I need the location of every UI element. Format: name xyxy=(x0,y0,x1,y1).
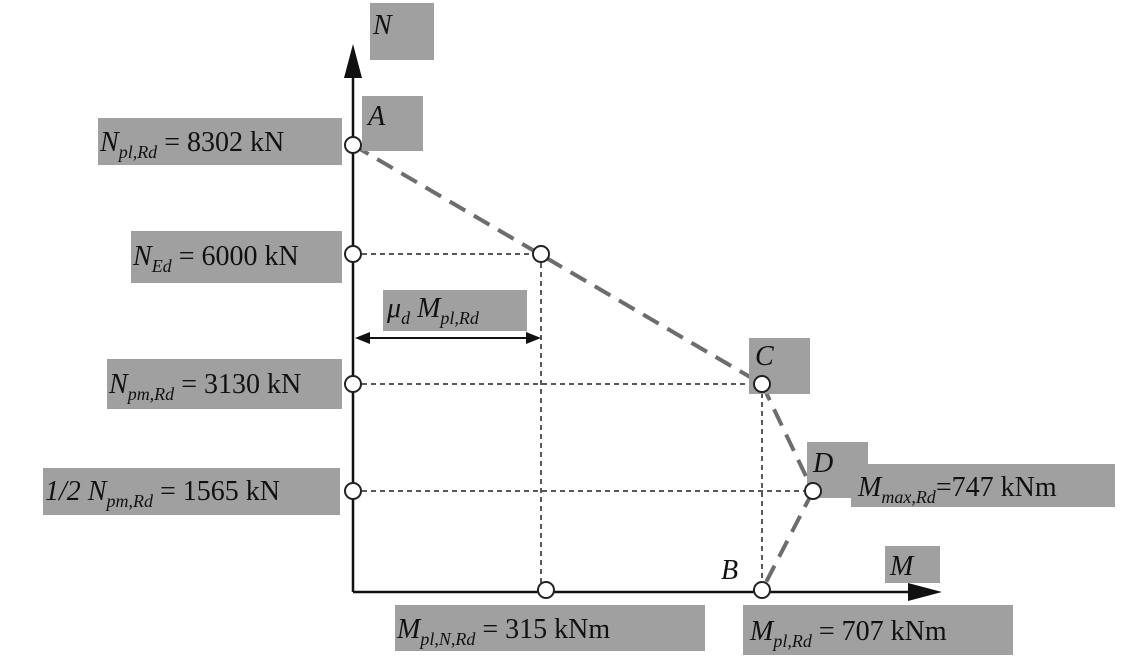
mmax-sub: max,Rd xyxy=(881,487,936,507)
interaction-curve xyxy=(351,143,815,591)
npl-rest: = 8302 kN xyxy=(157,127,284,158)
npm-label: Npm,Rd = 3130 kN xyxy=(108,369,301,404)
ned-label: NEd = 6000 kN xyxy=(132,241,299,276)
mplN-label: Mpl,N,Rd = 315 kNm xyxy=(396,614,610,649)
mplN-sub: pl,N,Rd xyxy=(418,629,476,649)
guide-lines xyxy=(353,253,813,590)
half-npm-label: 1/2 Npm,Rd = 1565 kN xyxy=(45,476,280,511)
mu-arrowhead-left xyxy=(355,332,370,344)
ned-label-box xyxy=(131,231,342,283)
half-npm-label-box xyxy=(43,468,340,515)
mu-main: M xyxy=(410,293,442,324)
point-b-label: B xyxy=(721,555,738,586)
mmax-main: M xyxy=(857,472,883,503)
half-npm-main: N xyxy=(87,476,108,507)
point-d-marker xyxy=(804,482,822,500)
mpl-label: Mpl,Rd = 707 kNm xyxy=(749,616,947,651)
curve-segment-c-d xyxy=(760,383,815,492)
npm-rest: = 3130 kN xyxy=(174,369,301,400)
mplN-label-box xyxy=(395,605,705,651)
point-ned-curve-marker xyxy=(532,245,550,263)
mpl-sub: pl,Rd xyxy=(771,631,812,651)
point-a-label: A xyxy=(366,101,386,132)
point-mplN-marker xyxy=(537,581,555,599)
point-a-box xyxy=(362,96,423,151)
n-axis-label: N xyxy=(372,10,393,41)
m-axis-arrowhead xyxy=(908,583,942,601)
mpl-rest: = 707 kNm xyxy=(812,616,947,647)
ned-sub: Ed xyxy=(151,256,173,276)
curve-segment-d-b xyxy=(760,490,815,591)
ned-main: N xyxy=(132,241,153,272)
half-npm-sub: pm,Rd xyxy=(104,491,153,511)
point-d-label: D xyxy=(812,448,833,479)
point-c-marker xyxy=(753,375,771,393)
mmax-label: Mmax,Rd=747 kNm xyxy=(857,472,1057,507)
mu-sub: d xyxy=(401,308,411,328)
mu-label: μd Mpl,Rd xyxy=(386,293,480,328)
mpl-main: M xyxy=(749,616,775,647)
npl-label: Npl,Rd = 8302 kN xyxy=(99,127,284,162)
point-ned-axis-marker xyxy=(344,245,362,263)
mmax-rest: =747 kNm xyxy=(936,472,1057,503)
npl-main: N xyxy=(99,127,120,158)
m-axis-label: M xyxy=(889,551,915,582)
point-b-marker xyxy=(753,581,771,599)
npm-sub: pm,Rd xyxy=(126,384,175,404)
npl-sub: pl,Rd xyxy=(117,142,158,162)
npm-label-box xyxy=(107,359,342,409)
half-npm-rest: = 1565 kN xyxy=(153,476,280,507)
mplN-rest: = 315 kNm xyxy=(475,614,610,645)
half-npm-prefix: 1/2 xyxy=(45,476,88,507)
points xyxy=(344,136,822,599)
curve-segment-a-c xyxy=(351,143,764,386)
mplN-main: M xyxy=(396,614,422,645)
point-a-marker xyxy=(344,136,362,154)
mu-dimension-arrow xyxy=(355,332,541,344)
point-npm-axis-marker xyxy=(344,375,362,393)
npl-label-box xyxy=(98,118,342,165)
mu-main-sub: pl,Rd xyxy=(438,308,479,328)
mpl-label-box xyxy=(743,605,1013,655)
n-axis-label-box xyxy=(370,3,434,60)
m-axis-label-box xyxy=(885,546,940,583)
mu-label-box xyxy=(383,290,527,331)
mmax-label-box xyxy=(851,464,1115,507)
point-c-label: C xyxy=(755,341,774,372)
n-axis-arrowhead xyxy=(344,44,362,78)
npm-main: N xyxy=(108,369,129,400)
mu-symbol: μ xyxy=(386,293,401,324)
ned-rest: = 6000 kN xyxy=(172,241,299,272)
mu-arrowhead-right xyxy=(526,332,541,344)
point-half-npm-axis-marker xyxy=(344,482,362,500)
text-labels: N M A B C D Npl,Rd = 8302 kN NEd = 6000 … xyxy=(45,10,1057,651)
label-boxes xyxy=(43,3,1115,655)
axes xyxy=(344,44,942,601)
